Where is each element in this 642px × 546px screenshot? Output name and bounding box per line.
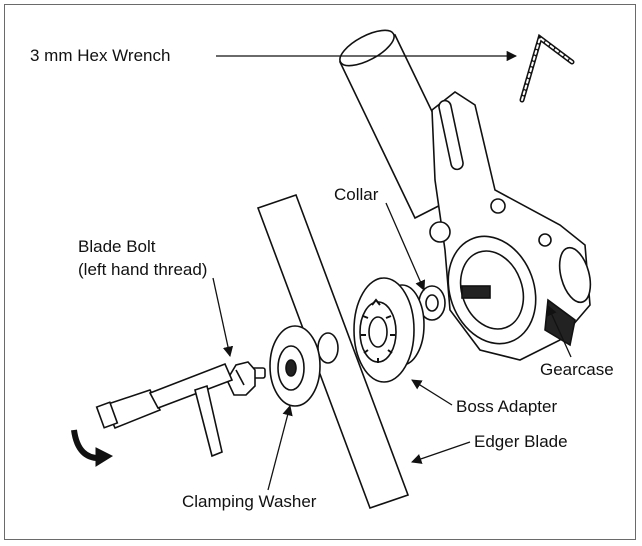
leader-lines bbox=[212, 50, 572, 491]
label-collar: Collar bbox=[334, 185, 379, 204]
label-boss-adapter: Boss Adapter bbox=[456, 397, 558, 416]
clamping-washer bbox=[269, 325, 321, 407]
label-edger-blade: Edger Blade bbox=[474, 432, 568, 451]
box-wrench-tool bbox=[95, 362, 234, 458]
label-gearcase: Gearcase bbox=[540, 360, 614, 379]
gearcase bbox=[429, 91, 592, 361]
boss-adapter bbox=[353, 277, 425, 383]
label-blade-bolt: Blade Bolt bbox=[78, 237, 156, 256]
blade-bolt bbox=[226, 361, 266, 396]
collar bbox=[418, 285, 446, 321]
label-hex-wrench: 3 mm Hex Wrench bbox=[30, 46, 171, 65]
edger-blade bbox=[256, 193, 410, 510]
label-blade-bolt-thread: (left hand thread) bbox=[78, 260, 208, 279]
label-clamping-washer: Clamping Washer bbox=[182, 492, 317, 511]
hex-wrench bbox=[519, 33, 575, 103]
rotation-arrow bbox=[71, 429, 114, 467]
